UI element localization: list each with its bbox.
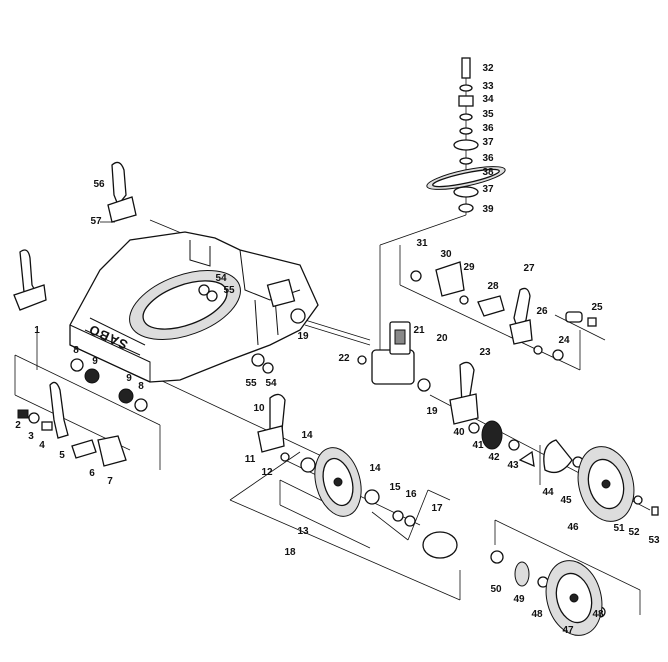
part-callout-28: 28 [487, 281, 499, 292]
part-callout-14: 14 [369, 463, 381, 474]
part-callout-37: 37 [482, 137, 494, 148]
part-callout-49: 49 [513, 594, 525, 605]
part-callout-40: 40 [453, 427, 465, 438]
part-callout-15: 15 [389, 482, 401, 493]
part-callout-14: 14 [301, 430, 313, 441]
part-callout-47: 47 [562, 625, 574, 636]
part-callout-31: 31 [416, 238, 428, 249]
part-callout-39: 39 [482, 204, 494, 215]
part-callout-55: 55 [245, 378, 257, 389]
part-callout-38: 38 [482, 167, 494, 178]
part-callout-36: 36 [482, 153, 494, 164]
part-callout-54: 54 [215, 273, 227, 284]
part-callout-20: 20 [436, 333, 448, 344]
part-callout-23: 23 [479, 347, 491, 358]
part-callout-53: 53 [648, 535, 660, 546]
part-callout-13: 13 [297, 526, 309, 537]
part-callout-9: 9 [126, 373, 132, 384]
part-callout-5: 5 [59, 450, 65, 461]
part-callout-55: 55 [223, 285, 235, 296]
part-callout-11: 11 [245, 454, 256, 465]
part-callout-1: 1 [34, 325, 40, 336]
part-callout-34: 34 [482, 94, 494, 105]
part-callout-37: 37 [482, 184, 494, 195]
part-callout-42: 42 [488, 452, 500, 463]
part-callout-29: 29 [463, 262, 475, 273]
part-callout-30: 30 [440, 249, 452, 260]
part-callout-21: 21 [413, 325, 425, 336]
part-callout-17: 17 [431, 503, 443, 514]
part-callout-48: 48 [531, 609, 543, 620]
part-callout-6: 6 [89, 468, 95, 479]
part-callout-46: 46 [567, 522, 579, 533]
part-callout-52: 52 [628, 527, 640, 538]
part-callout-54: 54 [265, 378, 277, 389]
part-callout-19: 19 [426, 406, 438, 417]
part-callout-12: 12 [261, 467, 273, 478]
part-callout-50: 50 [490, 584, 502, 595]
part-callout-19: 19 [297, 331, 309, 342]
part-callout-9: 9 [92, 356, 98, 367]
part-callout-33: 33 [482, 81, 494, 92]
part-callout-16: 16 [405, 489, 417, 500]
handle-brackets [13, 161, 533, 467]
part-callout-51: 51 [613, 523, 625, 534]
part-number-callouts: 1234567889910111213141415161718191920212… [15, 63, 660, 636]
part-callout-57: 57 [90, 216, 102, 227]
part-callout-24: 24 [558, 335, 570, 346]
part-callout-18: 18 [284, 547, 296, 558]
part-callout-4: 4 [39, 440, 45, 451]
part-callout-25: 25 [591, 302, 603, 313]
part-callout-2: 2 [15, 420, 21, 431]
part-callout-32: 32 [482, 63, 494, 74]
part-callout-36: 36 [482, 123, 494, 134]
pulley-stack [426, 57, 506, 213]
part-callout-7: 7 [107, 476, 113, 487]
leader-lines [14, 70, 651, 615]
part-callout-56: 56 [93, 179, 105, 190]
part-callout-27: 27 [523, 263, 535, 274]
part-callout-10: 10 [253, 403, 265, 414]
part-callout-22: 22 [338, 353, 350, 364]
gearbox [290, 308, 431, 392]
wheels [314, 420, 635, 636]
part-callout-3: 3 [28, 431, 34, 442]
part-callout-41: 41 [472, 440, 484, 451]
mower-deck: SABO [69, 231, 319, 383]
part-callout-45: 45 [560, 495, 572, 506]
part-callout-8: 8 [138, 381, 144, 392]
part-callout-48: 48 [592, 609, 604, 620]
part-callout-44: 44 [542, 487, 554, 498]
part-callout-35: 35 [482, 109, 494, 120]
part-callout-26: 26 [536, 306, 548, 317]
part-callout-8: 8 [73, 345, 79, 356]
part-callout-43: 43 [507, 460, 519, 471]
